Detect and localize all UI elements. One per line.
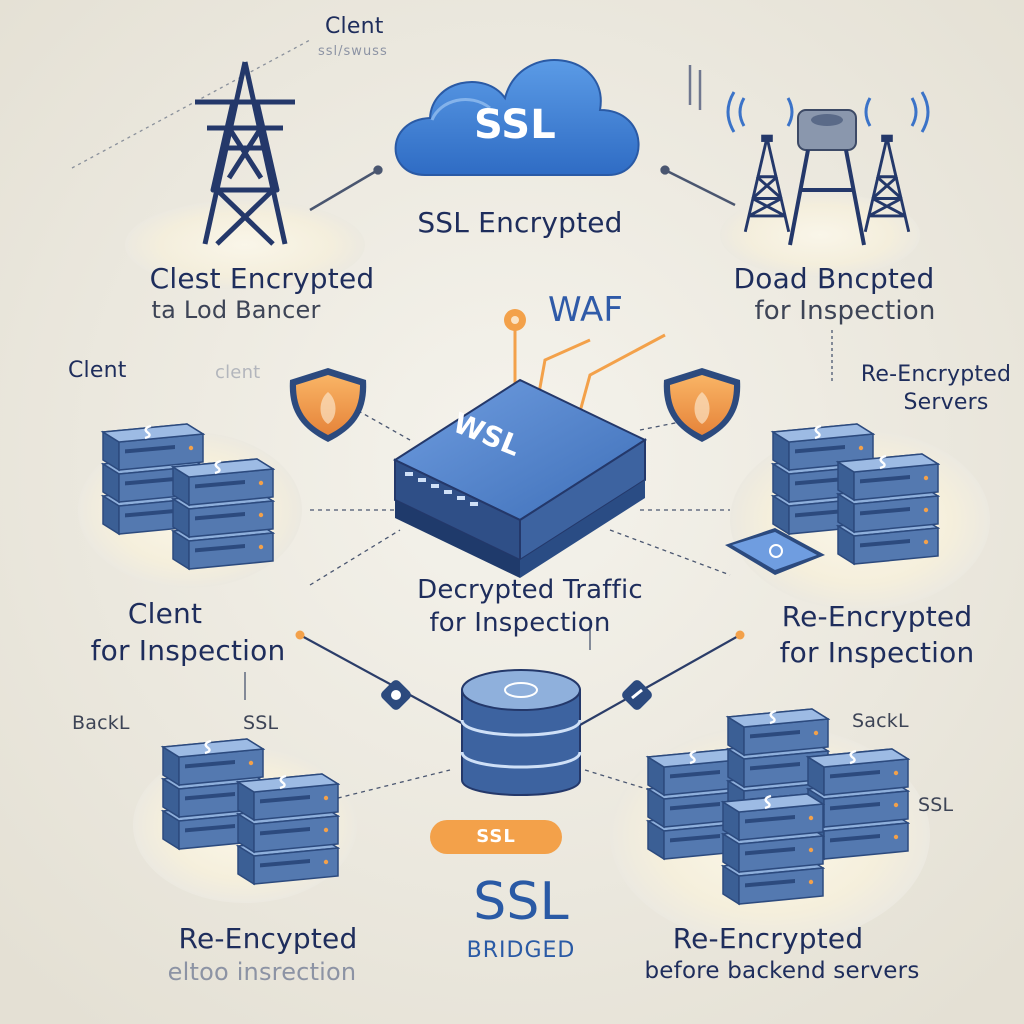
middle-left-caption-line2: for Inspection bbox=[90, 634, 286, 667]
top-left-caption-line1: Clest Encrypted bbox=[149, 262, 375, 295]
middle-right-caption-line1: Re-Encrypted bbox=[781, 600, 973, 633]
middle-left-title: Clent bbox=[68, 358, 127, 383]
ssl-pill-label: SSL bbox=[476, 826, 516, 847]
bottom-left-caption-line1: Re-Encypted bbox=[178, 922, 358, 955]
top-right-caption-line1: Doad Bncpted bbox=[733, 262, 935, 295]
center-caption-line2: for Inspection bbox=[429, 608, 611, 638]
cloud-caption: SSL Encrypted bbox=[417, 206, 623, 239]
top-left-corner-subtitle: ssl/swuss bbox=[318, 44, 388, 59]
top-right-caption-line2: for Inspection bbox=[754, 296, 936, 326]
bottom-right-caption-line1: Re-Encrypted bbox=[672, 922, 864, 955]
server-stack-icon bbox=[838, 454, 938, 564]
bottom-right-small-1: SackL bbox=[852, 710, 909, 732]
radio-tower-icon bbox=[688, 65, 930, 246]
top-left-caption-line2: ta Lod Bancer bbox=[151, 296, 321, 324]
cloud-label: SSL bbox=[474, 102, 556, 148]
waf-appliance-icon bbox=[392, 378, 648, 578]
cloud-icon bbox=[394, 59, 640, 176]
bottom-left-small-1: BackL bbox=[72, 712, 130, 734]
bottom-left-small-2: SSL bbox=[243, 712, 279, 734]
middle-left-title-faded: clent bbox=[215, 362, 261, 383]
shield-icon bbox=[289, 368, 367, 442]
server-stack-icon bbox=[238, 774, 338, 884]
waf-label: WAF bbox=[548, 290, 624, 330]
lock-icon bbox=[381, 680, 411, 710]
bridged-subtitle: BRIDGED bbox=[466, 938, 576, 963]
ssl-pill bbox=[430, 820, 562, 854]
middle-right-title-line2: Servers bbox=[903, 390, 989, 415]
bottom-left-caption-line2: eltoo insrection bbox=[167, 958, 357, 986]
bridged-title: SSL bbox=[473, 872, 569, 932]
middle-right-caption-line2: for Inspection bbox=[779, 636, 975, 669]
lock-icon bbox=[622, 680, 652, 710]
top-left-corner-title: Clent bbox=[325, 14, 384, 39]
server-stack-icon bbox=[723, 794, 823, 904]
connector-lines bbox=[71, 39, 833, 801]
middle-left-caption-line1: Clent bbox=[127, 597, 203, 630]
middle-right-title-line1: Re-Encrypted bbox=[860, 362, 1012, 387]
center-caption-line1: Decrypted Traffic bbox=[417, 575, 643, 605]
tablet-icon bbox=[725, 528, 825, 575]
server-stack-icon bbox=[173, 459, 273, 569]
database-icon bbox=[460, 669, 582, 796]
shield-icon bbox=[663, 368, 741, 442]
bottom-right-small-2: SSL bbox=[918, 794, 954, 816]
bottom-right-caption-line2: before backend servers bbox=[644, 958, 920, 984]
